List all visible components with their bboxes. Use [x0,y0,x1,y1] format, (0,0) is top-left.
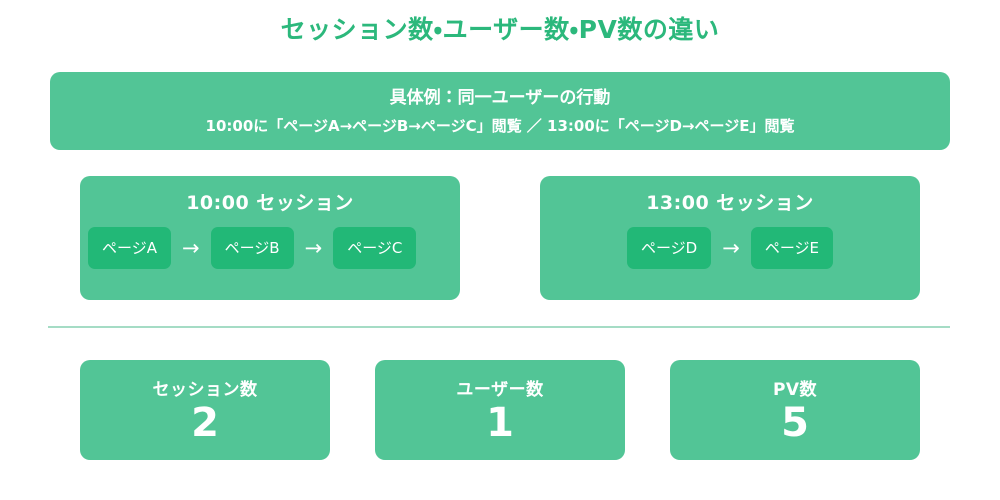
page-chip: ページB [210,227,294,269]
banner-heading: 具体例：同一ユーザーの行動 [389,87,611,108]
metric-row: セッション数 2 ユーザー数 1 PV数 5 [80,360,920,460]
arrow-right-icon: → [722,235,740,260]
session-box-1000: 10:00 セッション ページA → ページB → ページC [80,176,460,300]
page-flow: ページD → ページE [626,227,834,269]
session-box-1300: 13:00 セッション ページD → ページE [540,176,920,300]
metric-value: 1 [486,400,514,446]
metric-card-sessions: セッション数 2 [80,360,330,460]
session-title: 10:00 セッション [186,192,354,214]
example-banner: 具体例：同一ユーザーの行動 10:00に「ページA→ページB→ページC」閲覧 ／… [50,72,950,150]
metric-label: セッション数 [152,380,258,400]
arrow-right-icon: → [304,235,323,260]
banner-detail: 10:00に「ページA→ページB→ページC」閲覧 ／ 13:00に「ページD→ペ… [205,116,795,135]
page-flow: ページA → ページB → ページC [72,227,468,269]
metric-card-users: ユーザー数 1 [375,360,625,460]
page-title: セッション数・ユーザー数・PV数の違い [280,15,720,44]
page-chip: ページD [626,227,712,269]
page-chip: ページE [750,227,834,269]
page-chip: ページA [88,227,171,269]
session-title: 13:00 セッション [646,192,814,214]
section-divider [48,326,950,328]
metric-label: ユーザー数 [456,380,544,400]
arrow-right-icon: → [181,235,200,260]
page-chip: ページC [333,227,417,269]
metric-value: 2 [191,400,219,446]
session-row: 10:00 セッション ページA → ページB → ページC 13:00 セッシ… [80,176,920,300]
metric-card-pv: PV数 5 [670,360,920,460]
metric-value: 5 [781,400,809,446]
metric-label: PV数 [772,380,818,400]
